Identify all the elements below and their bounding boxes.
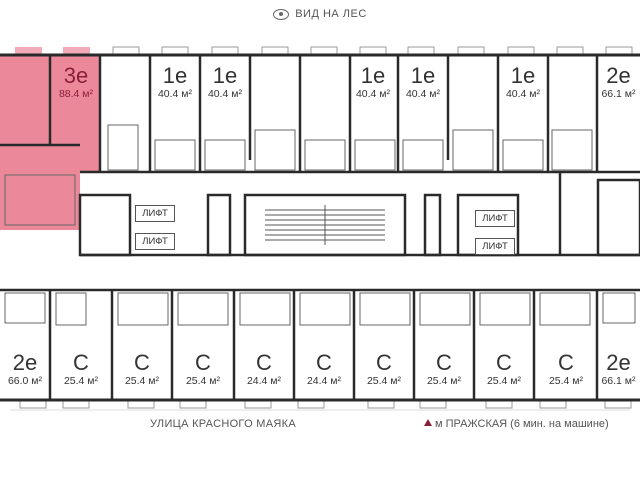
- view-label: ВИД НА ЛЕС: [0, 8, 640, 20]
- unit-type: 2е: [606, 350, 631, 375]
- eye-icon: [273, 8, 290, 20]
- top-dividers: [0, 55, 640, 174]
- unit-c[interactable]: С 24.4 м²: [236, 350, 292, 388]
- unit-1e[interactable]: 1е 40.4 м²: [150, 63, 200, 101]
- unit-type: 1е: [360, 63, 386, 88]
- view-label-text: ВИД НА ЛЕС: [295, 8, 367, 20]
- lift-label: ЛИФТ: [135, 205, 175, 222]
- unit-type: С: [558, 350, 574, 375]
- unit-type: С: [256, 350, 272, 375]
- metro-icon: [424, 419, 432, 426]
- top-window-marks-selected: [15, 47, 90, 55]
- unit-c[interactable]: С 25.4 м²: [356, 350, 412, 388]
- unit-area: 24.4 м²: [306, 375, 342, 387]
- unit-area: 66.0 м²: [7, 375, 43, 387]
- unit-1e[interactable]: 1е 40.4 м²: [398, 63, 448, 101]
- unit-type: 1е: [510, 63, 536, 88]
- unit-c[interactable]: С 25.4 м²: [536, 350, 596, 388]
- unit-3e[interactable]: 3е 88.4 м²: [52, 63, 100, 101]
- unit-c[interactable]: С 24.4 м²: [296, 350, 352, 388]
- unit-area: 88.4 м²: [58, 88, 94, 100]
- unit-area: 40.4 м²: [157, 88, 193, 100]
- unit-area: 25.4 м²: [486, 375, 522, 387]
- bottom-dividers: [0, 288, 640, 400]
- unit-area: 25.4 м²: [124, 375, 160, 387]
- lift-label: ЛИФТ: [475, 238, 515, 255]
- bottom-interior: [4, 292, 636, 326]
- unit-type: 1е: [410, 63, 436, 88]
- unit-c[interactable]: С 25.4 м²: [476, 350, 532, 388]
- unit-c[interactable]: С 25.4 м²: [114, 350, 170, 388]
- lift-label: ЛИФТ: [135, 233, 175, 250]
- unit-2e[interactable]: 2е 66.1 м²: [597, 350, 640, 388]
- unit-2e[interactable]: 2е 66.1 м²: [597, 63, 640, 101]
- unit-area: 40.4 м²: [355, 88, 391, 100]
- unit-type: 3е: [63, 63, 89, 88]
- unit-type: 1е: [212, 63, 238, 88]
- unit-type: С: [73, 350, 89, 375]
- unit-area: 40.4 м²: [505, 88, 541, 100]
- unit-1e[interactable]: 1е 40.4 м²: [200, 63, 250, 101]
- top-interior: [4, 124, 593, 226]
- unit-area: 66.1 м²: [601, 88, 636, 100]
- unit-type: 2е: [12, 350, 38, 375]
- unit-c[interactable]: С 25.4 м²: [416, 350, 472, 388]
- unit-type: С: [436, 350, 452, 375]
- unit-area: 24.4 м²: [246, 375, 282, 387]
- unit-type: С: [376, 350, 392, 375]
- unit-area: 25.4 м²: [185, 375, 221, 387]
- lift-label: ЛИФТ: [475, 210, 515, 227]
- street-label: УЛИЦА КРАСНОГО МАЯКА: [150, 418, 296, 430]
- unit-2e[interactable]: 2е 66.0 м²: [0, 350, 50, 388]
- unit-type: С: [496, 350, 512, 375]
- metro-label: м ПРАЖСКАЯ (6 мин. на машине): [424, 418, 609, 430]
- unit-type: С: [195, 350, 211, 375]
- unit-type: С: [134, 350, 150, 375]
- unit-area: 40.4 м²: [207, 88, 243, 100]
- unit-area: 25.4 м²: [366, 375, 402, 387]
- metro-text: м ПРАЖСКАЯ (6 мин. на машине): [435, 418, 609, 430]
- unit-area: 66.1 м²: [601, 375, 636, 387]
- unit-area: 25.4 м²: [548, 375, 584, 387]
- unit-1e[interactable]: 1е 40.4 м²: [348, 63, 398, 101]
- stairs: [265, 205, 385, 245]
- unit-type: 1е: [162, 63, 188, 88]
- unit-1e[interactable]: 1е 40.4 м²: [498, 63, 548, 101]
- unit-type: С: [316, 350, 332, 375]
- unit-area: 40.4 м²: [405, 88, 441, 100]
- unit-area: 25.4 м²: [63, 375, 99, 387]
- unit-area: 25.4 м²: [426, 375, 462, 387]
- unit-type: 2е: [606, 63, 631, 88]
- unit-c[interactable]: С 25.4 м²: [174, 350, 232, 388]
- unit-c[interactable]: С 25.4 м²: [52, 350, 110, 388]
- core-walls: [78, 172, 640, 257]
